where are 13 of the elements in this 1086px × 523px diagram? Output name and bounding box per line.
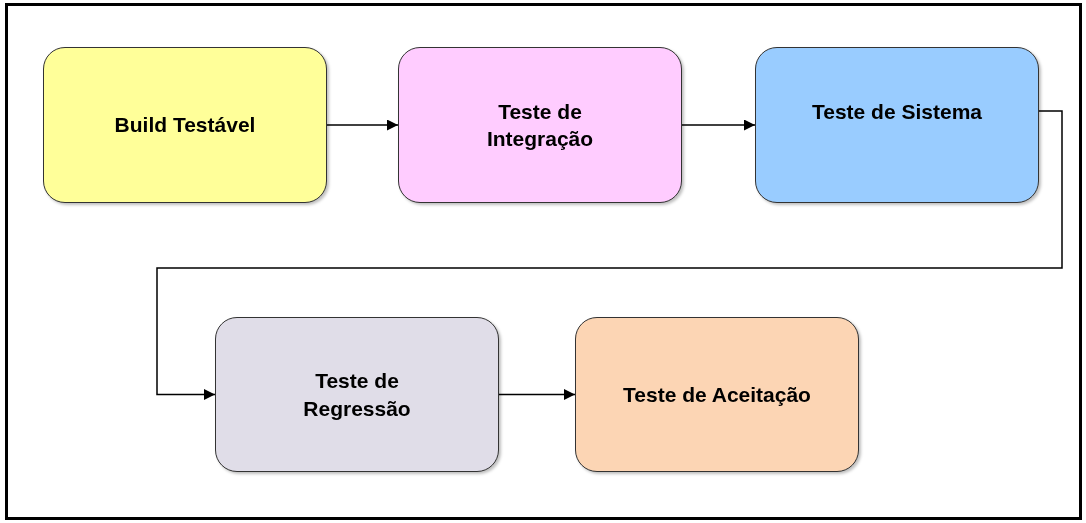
process-box — [398, 47, 682, 203]
arrow — [498, 389, 576, 400]
box-label: Teste de Integração — [485, 98, 595, 152]
box-label: Build Testável — [114, 112, 256, 139]
process-box — [43, 47, 327, 203]
arrow — [681, 119, 756, 131]
process-box — [215, 317, 499, 472]
arrow — [326, 119, 399, 131]
process-box — [755, 47, 1039, 203]
box-label: Teste de Sistema — [812, 99, 982, 125]
process-box — [575, 317, 859, 472]
box-label: Teste de Aceitação — [623, 381, 811, 408]
box-label: Teste de Regressão — [302, 368, 412, 422]
